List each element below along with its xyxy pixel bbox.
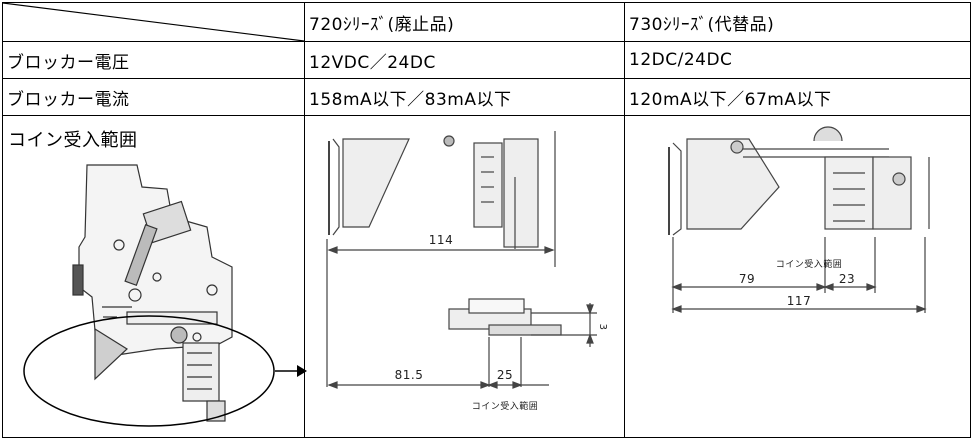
- row-label-voltage: ブロッカー電圧: [2, 41, 305, 79]
- dim-range-label: 25: [497, 368, 513, 382]
- dim-total-label: 114: [429, 233, 453, 247]
- drawing-730-cell: コイン受入範囲 79 23 117: [624, 115, 971, 438]
- coin-range-caption: コイン受入範囲: [472, 400, 539, 412]
- row-label-current: ブロッカー電流: [2, 78, 305, 116]
- drawing-720-cell: 114 81.5 25 3 コイン受入範囲: [304, 115, 625, 438]
- diagonal-line: [3, 3, 304, 41]
- table-row: ブロッカー電圧 12VDC／24DC 12DC/24DC: [2, 41, 971, 79]
- mechanism-overview-drawing: [23, 163, 307, 427]
- dim-height-label: 3: [597, 323, 608, 330]
- dim-left-label: 81.5: [395, 368, 424, 382]
- dim-total-label: 117: [787, 294, 811, 308]
- table-row: ブロッカー電流 158mA以下／83mA以下 120mA以下／67mA以下: [2, 78, 971, 116]
- current-720: 158mA以下／83mA以下: [304, 78, 625, 116]
- coin-range-caption: コイン受入範囲: [776, 258, 843, 270]
- corner-cell: [2, 2, 305, 42]
- coin-range-label-cell: コイン受入範囲: [2, 115, 307, 438]
- voltage-730: 12DC/24DC: [624, 41, 971, 79]
- dimension-drawing-730: コイン受入範囲 79 23 117: [668, 125, 930, 313]
- arrow-head-icon: [297, 364, 307, 377]
- row-label-coin-range: コイン受入範囲: [8, 130, 138, 151]
- voltage-720: 12VDC／24DC: [304, 41, 625, 79]
- header-730-series: 730ｼﾘｰｽﾞ(代替品): [624, 2, 971, 42]
- dimension-drawing-720: 114 81.5 25 3 コイン受入範囲: [326, 130, 608, 412]
- dim-range-label: 23: [839, 272, 855, 286]
- header-720-series: 720ｼﾘｰｽﾞ(廃止品): [304, 2, 625, 42]
- header-row: 720ｼﾘｰｽﾞ(廃止品) 730ｼﾘｰｽﾞ(代替品): [2, 2, 971, 42]
- coin-range-highlight-circle: [23, 314, 275, 427]
- dim-left-label: 79: [739, 272, 755, 286]
- table-row: コイン受入範囲: [2, 115, 971, 438]
- current-730: 120mA以下／67mA以下: [624, 78, 971, 116]
